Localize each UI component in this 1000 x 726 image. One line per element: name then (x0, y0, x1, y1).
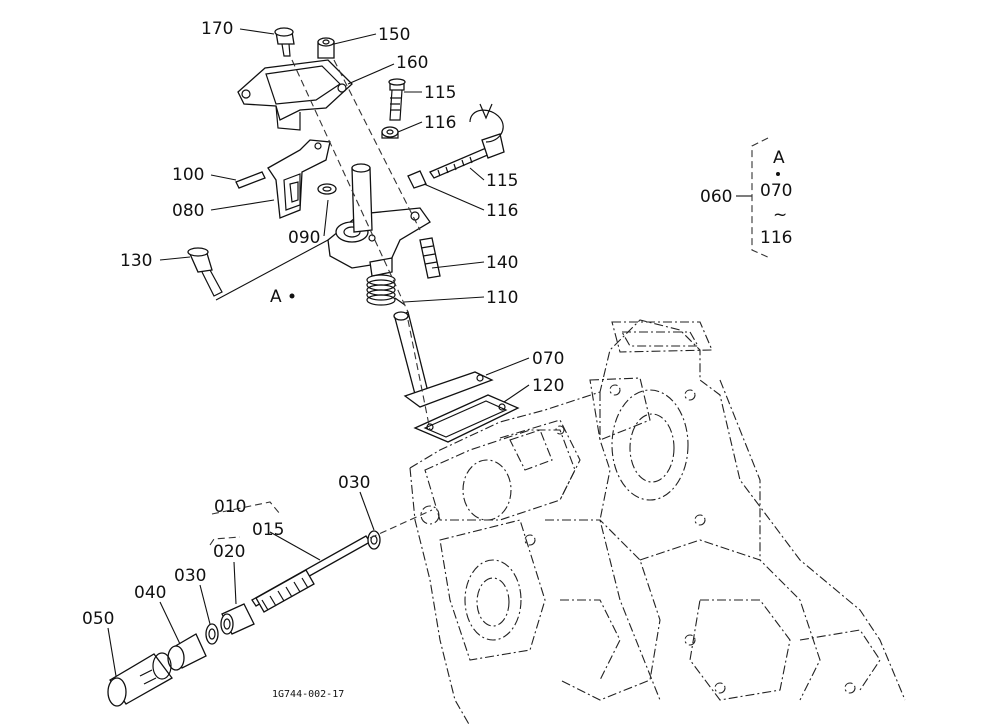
callout-170: 170 (201, 19, 233, 39)
legend-group-number: 060 (700, 187, 732, 207)
nut-116-lower (407, 170, 427, 189)
callout-040: 040 (134, 583, 166, 603)
snap-pin-116 (469, 103, 504, 143)
gasket-part (413, 394, 520, 443)
callout-116-lower: 116 (486, 201, 518, 221)
long-bolt-115 (429, 133, 505, 179)
callout-115-upper: 115 (424, 83, 456, 103)
reference-dot-A (289, 293, 295, 299)
callout-115-lower: 115 (486, 171, 518, 191)
spring-part (366, 274, 406, 306)
tube-050-part (107, 652, 173, 707)
callout-140: 140 (486, 253, 518, 273)
callout-070: 070 (532, 349, 564, 369)
callout-015: 015 (252, 520, 284, 540)
rod-015-part (251, 535, 371, 613)
callout-020: 020 (213, 542, 245, 562)
stud-140 (419, 237, 441, 279)
washer-part (317, 183, 337, 195)
bracket-housing-part (327, 163, 431, 277)
group-legend: 060 A 070 ~ 116 (700, 137, 792, 259)
callout-110: 110 (486, 288, 518, 308)
callout-090: 090 (288, 228, 320, 248)
callout-116-upper: 116 (424, 113, 456, 133)
legend-item-116: 116 (760, 228, 792, 248)
bolt-170 (274, 27, 295, 57)
legend-item-070: 070 (760, 181, 792, 201)
gear-case-housing (409, 319, 906, 726)
callout-050: 050 (82, 609, 114, 629)
callout-080: 080 (172, 201, 204, 221)
leader-lines (107, 28, 530, 677)
callout-labels: 170 150 160 115 116 115 116 100 080 090 … (82, 19, 564, 629)
bolt-150 (317, 37, 335, 59)
callout-150: 150 (378, 25, 410, 45)
callout-130: 130 (120, 251, 152, 271)
legend-dot (776, 172, 780, 176)
legend-item-A: A (773, 148, 785, 168)
callout-030-upper: 030 (338, 473, 370, 493)
drawing-code: 1G744-002-17 (272, 689, 344, 700)
callout-120: 120 (532, 376, 564, 396)
callout-A: A (270, 287, 282, 307)
callout-030-lower: 030 (174, 566, 206, 586)
washer-030-lower (205, 623, 219, 645)
legend-range-symbol: ~ (773, 205, 787, 225)
callout-160: 160 (396, 53, 428, 73)
washer-hole (322, 186, 332, 192)
nut-116-upper (381, 126, 399, 139)
callout-100: 100 (172, 165, 204, 185)
bolt-115-upper (388, 78, 406, 121)
bolt-130 (187, 247, 223, 297)
cap-040-part (167, 633, 207, 671)
callout-010: 010 (214, 497, 246, 517)
cover-plate-part (237, 59, 353, 131)
washer-030-upper (367, 530, 381, 550)
pin-part (235, 171, 266, 189)
fork-lever-part (267, 139, 331, 219)
sleeve-020-part (220, 603, 255, 635)
